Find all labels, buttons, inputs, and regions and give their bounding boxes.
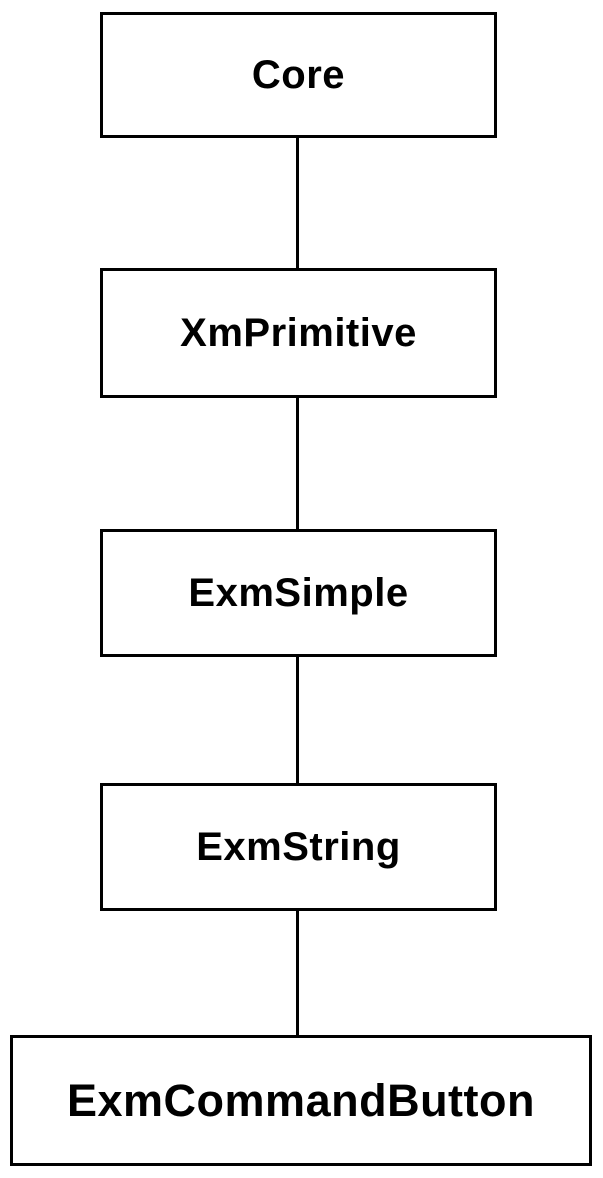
node-xmprimitive-label: XmPrimitive xyxy=(180,310,417,355)
node-exmcommandbutton-label: ExmCommandButton xyxy=(67,1074,535,1126)
node-exmcommandbutton: ExmCommandButton xyxy=(10,1035,592,1166)
edge-core-xmprimitive xyxy=(296,137,299,268)
node-exmstring: ExmString xyxy=(100,783,497,911)
node-core: Core xyxy=(100,12,497,138)
edge-xmprimitive-exmsimple xyxy=(296,397,299,529)
edge-exmsimple-exmstring xyxy=(296,656,299,783)
node-xmprimitive: XmPrimitive xyxy=(100,268,497,398)
node-exmsimple: ExmSimple xyxy=(100,529,497,657)
node-exmsimple-label: ExmSimple xyxy=(188,570,409,615)
node-core-label: Core xyxy=(251,52,346,97)
edge-exmstring-exmcommandbutton xyxy=(296,910,299,1035)
node-exmstring-label: ExmString xyxy=(196,824,401,869)
